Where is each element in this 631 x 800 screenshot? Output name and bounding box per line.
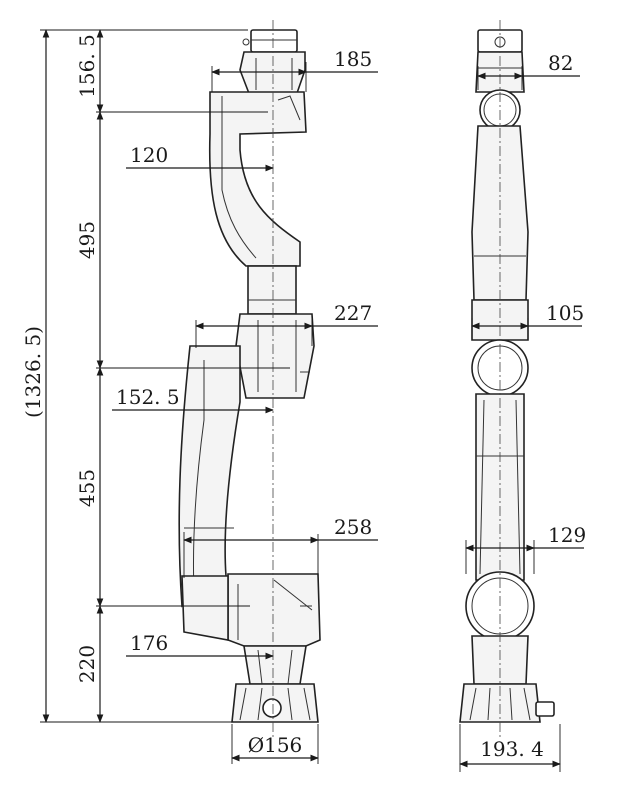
dim-w-shoulder: 258 [334, 515, 372, 539]
dim-w-joint-top: 185 [334, 47, 372, 71]
base-connector [262, 698, 282, 718]
dim-w-elbow: 227 [334, 301, 372, 325]
side-wrist [475, 51, 525, 93]
top-cap [250, 29, 298, 53]
dim-seg-bottom-height: 220 [75, 645, 99, 683]
dim-offset-upper: 120 [130, 143, 168, 167]
side-view [459, 20, 555, 740]
dim-seg-lower-length: 455 [75, 469, 99, 507]
dim-offset-lower: 152. 5 [116, 385, 180, 409]
shoulder-housing [181, 575, 229, 641]
dim-side-shoulder: 129 [548, 523, 586, 547]
dim-seg-base-height: 156. 5 [75, 34, 99, 98]
side-cable-connector [535, 701, 555, 717]
dim-side-top: 82 [548, 51, 573, 75]
elbow-cylinder [247, 265, 297, 315]
front-dimensions: (1326. 5) 156. 5 495 455 220 185 120 227… [21, 29, 378, 764]
side-base-flange [459, 683, 541, 723]
dim-offset-shoulder: 176 [130, 631, 168, 655]
wrist-joint [239, 51, 306, 97]
shoulder-joint [227, 573, 321, 647]
dim-total-height: (1326. 5) [21, 326, 45, 418]
side-lower-link [475, 393, 525, 581]
front-view [178, 20, 321, 740]
dim-base-diameter: Ø156 [248, 733, 303, 757]
dim-side-elbow: 105 [546, 301, 584, 325]
dim-seg-upper-length: 495 [75, 221, 99, 259]
forearm-link [178, 345, 241, 608]
base-column [243, 645, 307, 685]
side-dimensions: 82 105 129 193. 4 [459, 51, 586, 772]
dim-side-base: 193. 4 [480, 737, 544, 761]
upper-arm-link [208, 91, 307, 267]
